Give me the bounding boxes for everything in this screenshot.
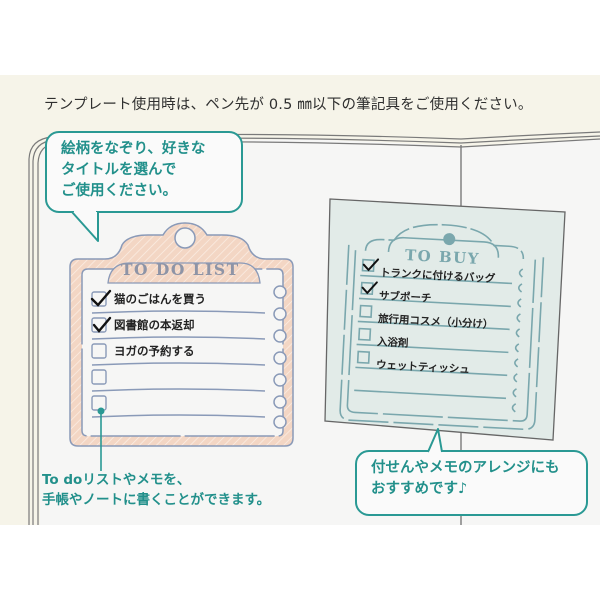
- bubble-line: タイトルを選んで: [61, 162, 177, 179]
- caption-line: 手帳やノートに書くことができます。: [42, 492, 271, 509]
- bubble-line: 付せんやメモのアレンジにも: [371, 460, 560, 476]
- todo-item: ヨガの予約する: [114, 344, 195, 358]
- todo-item: 猫のごはんを買う: [114, 292, 206, 306]
- speech-bubble-sticky-hint: 付せんやメモのアレンジにも おすすめです♪: [355, 450, 588, 516]
- todo-item: 図書館の本返却: [114, 318, 195, 332]
- todo-list-title: TO DO LIST: [121, 260, 240, 279]
- usage-notice: テンプレート使用時は、ペン先が 0.5 ㎜以下の筆記具をご使用ください。: [44, 97, 533, 113]
- speech-bubble-trace-hint: 絵柄をなぞり、好きな タイトルを選んで ご使用ください。: [45, 131, 243, 213]
- caption-line: To doリストやメモを、: [42, 472, 191, 488]
- illustration-stage: テンプレート使用時は、ペン先が 0.5 ㎜以下の筆記具をご使用ください。: [0, 75, 600, 525]
- to-buy-item: サブポーチ: [378, 290, 432, 305]
- to-buy-item: 入浴剤: [376, 336, 409, 350]
- bubble-line: おすすめです♪: [371, 481, 468, 498]
- bubble-line: 絵柄をなぞり、好きな: [61, 141, 206, 157]
- bubble-line: ご使用ください。: [61, 183, 177, 200]
- caption-todo-usage: To doリストやメモを、 手帳やノートに書くことができます。: [42, 470, 270, 511]
- to-buy-title: TO BUY: [404, 246, 481, 268]
- to-buy-sticky-note: [324, 198, 566, 441]
- todo-list-template: [69, 222, 294, 471]
